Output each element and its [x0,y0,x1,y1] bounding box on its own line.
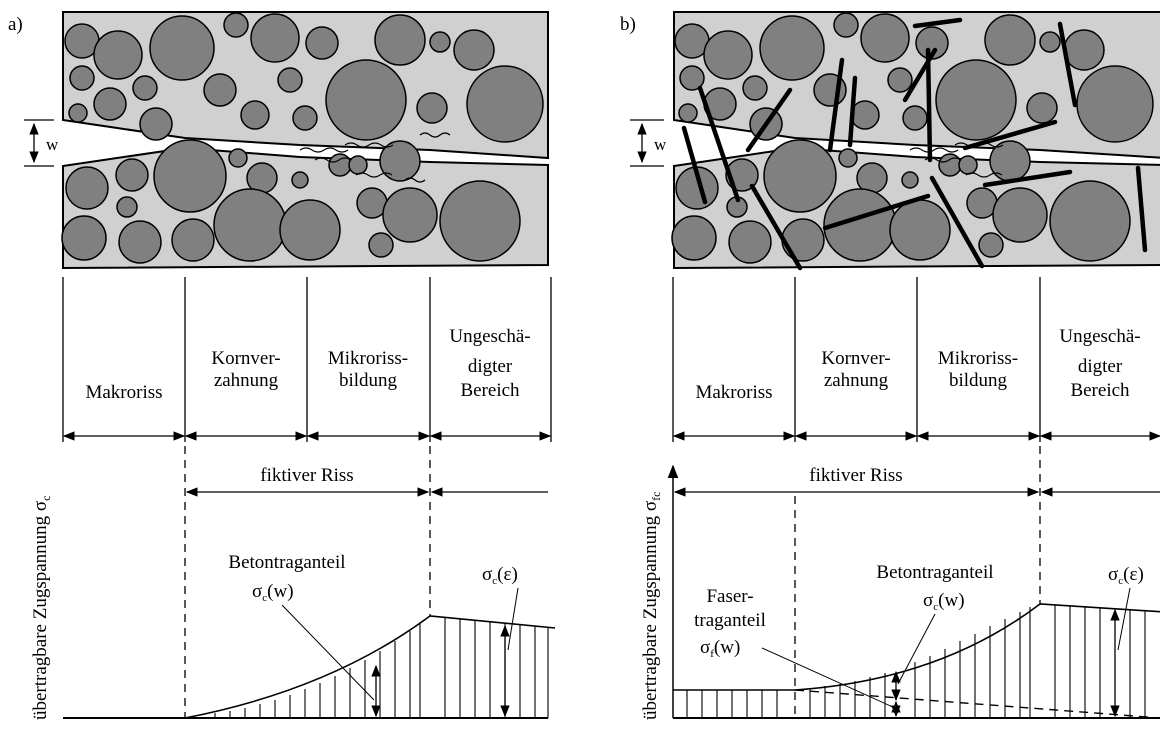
y-axis-label: übertragbare Zugspannung σfc [640,492,663,721]
zone-labels: Makroriss Kornver- zahnung Mikroriss- bi… [695,326,1140,403]
total-stress-curve [673,603,1160,691]
panel-a: a) [8,11,556,721]
strain-leader-line [507,587,519,651]
crack-width-label: w [46,135,59,154]
fiber-sigma-label: σf(w) [700,637,740,660]
zone-label-ungeschaedigt-line3: Bereich [1070,380,1130,401]
zone-label-ungeschaedigt-line1: Ungeschä- [1059,326,1140,347]
crack-width-indicator: w [630,119,667,167]
zone-label-kornverzahnung-line2: zahnung [824,370,889,391]
zone-labels: Makroriss Kornver- zahnung Mikroriss- bi… [85,326,530,403]
fiber-share-label-line1: Faser- [706,586,753,607]
aggregate-grains [61,12,544,264]
crack-width-indicator: w [24,119,59,167]
zone-label-kornverzahnung-line2: zahnung [214,370,279,391]
zone-label-kornverzahnung-line1: Kornver- [211,348,280,369]
concrete-specimen [61,11,549,270]
zone-label-mikrorissbildung-line1: Mikroriss- [328,348,408,369]
panel-label: b) [620,14,636,35]
zone-label-ungeschaedigt-line2: digter [1078,356,1123,377]
panel-label: a) [8,14,23,35]
zone-dividers [672,277,1041,442]
strain-sigma-label: σc(ε) [1108,564,1144,587]
zone-label-ungeschaedigt-line1: Ungeschä- [449,326,530,347]
aggregate-grains [671,12,1154,264]
panel-b: b) [620,11,1160,720]
steel-fibers [681,17,1148,271]
fictive-crack-label: fiktiver Riss [809,465,902,486]
stress-hatching [214,617,549,718]
concrete-sigma-label: σc(w) [252,581,294,604]
concrete-sigma-label: σc(w) [923,590,965,613]
micro-cracks [299,132,451,183]
zone-dividers [62,277,552,442]
stress-curve [184,615,556,719]
fictive-crack-label: fiktiver Riss [260,465,353,486]
zone-label-ungeschaedigt-line2: digter [468,356,513,377]
zone-label-kornverzahnung-line1: Kornver- [821,348,890,369]
y-axis-label: übertragbare Zugspannung σc [30,496,53,721]
fiber-leader-line [761,647,896,709]
fiber-share-label-line2: traganteil [694,610,766,631]
concrete-share-label: Betontraganteil [228,552,345,573]
crack-width-label: w [654,135,667,154]
stress-diagram: fiktiver Riss Betontraganteil σc(w) [30,446,556,721]
zone-label-mikrorissbildung-line2: bildung [339,370,398,391]
zone-label-makroriss: Makroriss [695,382,772,403]
fiber-concrete-specimen [671,11,1160,271]
fiber-share-curve [794,689,1160,719]
zone-label-mikrorissbildung-line2: bildung [949,370,1008,391]
zone-label-mikrorissbildung-line1: Mikroriss- [938,348,1018,369]
stress-hatching [686,605,1146,718]
zone-label-makroriss: Makroriss [85,382,162,403]
concrete-leader-line [897,613,936,685]
concrete-leader-line [281,604,375,701]
concrete-share-label: Betontraganteil [876,562,993,583]
strain-leader-line [1117,587,1131,651]
stress-diagram: fiktiver Riss [640,446,1160,720]
zone-label-ungeschaedigt-line3: Bereich [460,380,520,401]
strain-sigma-label: σc(ε) [482,564,518,587]
